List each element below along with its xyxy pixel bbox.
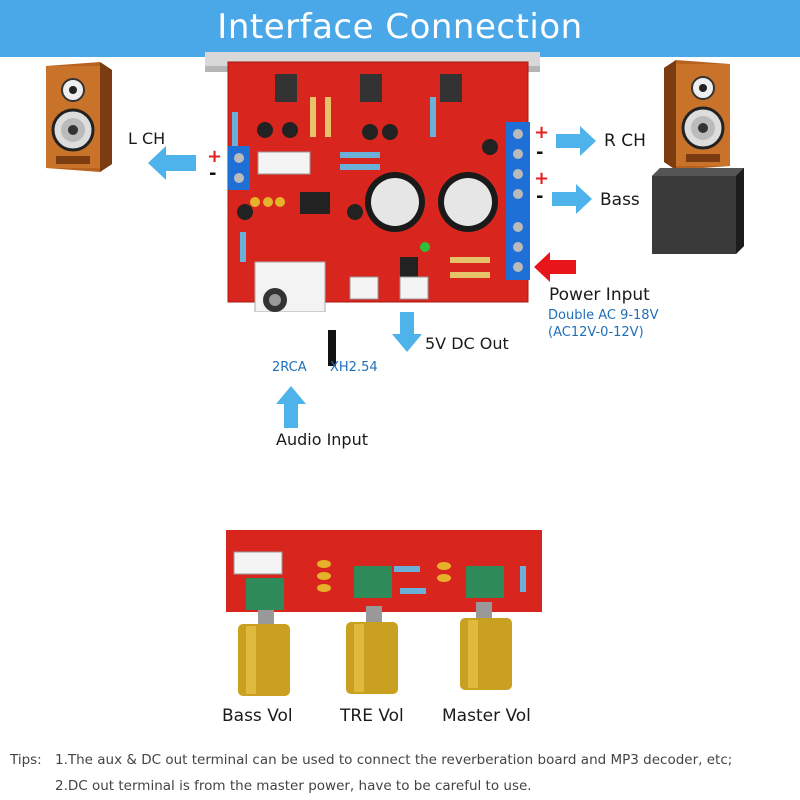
right-speaker-icon: [660, 60, 736, 170]
left-minus-label: -: [209, 163, 217, 184]
left-speaker-icon: [40, 62, 116, 172]
subwoofer-icon: [652, 168, 744, 254]
knob-label: Master Vol: [442, 706, 531, 726]
power-input-spec-detail: (AC12V-0-12V): [548, 325, 644, 340]
dc-out-label: 5V DC Out: [425, 334, 509, 353]
tips-prefix: Tips:: [10, 752, 42, 768]
arrow-right-icon: [556, 126, 596, 156]
arrow-down-icon: [392, 312, 422, 352]
page-title: Interface Connection: [217, 7, 583, 47]
header-banner: [0, 0, 800, 57]
amplifier-board: [200, 52, 545, 312]
control-board: [224, 530, 544, 700]
audio-input-label: Audio Input: [276, 430, 368, 449]
left-channel-label: L CH: [128, 129, 166, 148]
xh-label: XH2.54: [330, 360, 378, 375]
power-arrow-icon: [534, 252, 576, 282]
arrow-up-icon: [276, 386, 306, 428]
bass-minus-label: -: [536, 186, 544, 207]
arrow-left-icon: [148, 146, 196, 180]
right-minus-label: -: [536, 142, 544, 163]
connector-pointer-line: [328, 330, 336, 366]
right-channel-label: R CH: [604, 131, 646, 151]
bass-plus-label: +: [534, 168, 550, 189]
knob-label: TRE Vol: [340, 706, 404, 726]
knob-label: Bass Vol: [222, 706, 293, 726]
bass-label: Bass: [600, 190, 640, 210]
right-plus-label: +: [534, 122, 550, 143]
rca-label: 2RCA: [272, 360, 307, 375]
arrow-right-icon: [552, 184, 592, 214]
power-input-title: Power Input: [549, 285, 650, 305]
left-plus-label: +: [207, 146, 223, 167]
tip-line-1: 1.The aux & DC out terminal can be used …: [55, 752, 733, 768]
power-input-spec: Double AC 9-18V: [548, 308, 659, 323]
tip-line-2: 2.DC out terminal is from the master pow…: [55, 778, 532, 794]
